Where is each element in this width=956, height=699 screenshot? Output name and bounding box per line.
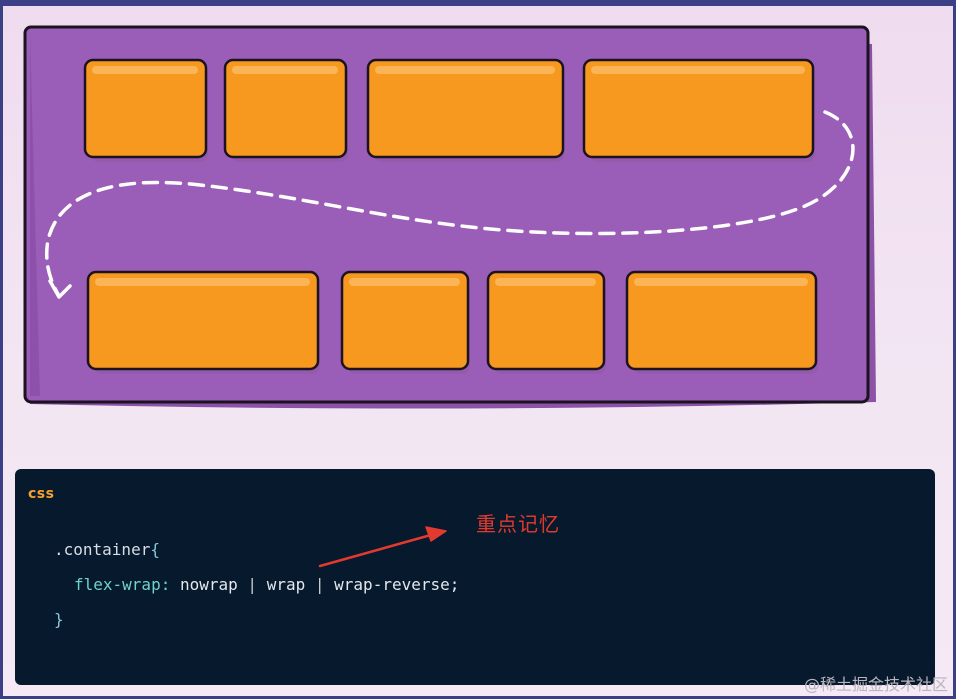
open-brace: { (150, 540, 160, 559)
flex-item (625, 270, 818, 374)
flex-wrap-diagram (23, 25, 876, 409)
code-language-label: css (28, 486, 55, 502)
code-line-declaration: flex-wrap: nowrap | wrap | wrap-reverse; (74, 575, 459, 595)
code-line-selector: .container{ (54, 540, 160, 560)
flex-item (366, 58, 565, 162)
value-separator: | (247, 575, 258, 594)
close-brace: } (54, 610, 64, 629)
css-semicolon: ; (449, 575, 460, 594)
row-1-items (83, 58, 815, 162)
wrap-flow-arrow (45, 110, 855, 296)
value-separator: | (314, 575, 325, 594)
code-line-close: } (54, 610, 64, 630)
watermark: @稀土掘金技术社区 (803, 675, 948, 694)
container-inner-shade (30, 34, 40, 396)
flex-item (223, 58, 348, 162)
flex-item (486, 270, 606, 374)
css-value-wrap-reverse: wrap-reverse (334, 575, 450, 594)
flex-item (86, 270, 320, 374)
css-selector: .container (54, 540, 151, 559)
code-block (15, 469, 935, 685)
css-value-wrap: wrap (266, 575, 306, 594)
css-colon: : (160, 575, 171, 594)
flex-item (582, 58, 815, 162)
row-2-items (86, 270, 818, 374)
css-property: flex-wrap (74, 575, 161, 594)
wrap-flow-arrowhead (48, 279, 72, 299)
flex-item (83, 58, 208, 162)
annotation-text: 重点记忆 (476, 512, 560, 536)
css-value-nowrap: nowrap (179, 575, 238, 594)
flex-item (340, 270, 470, 374)
